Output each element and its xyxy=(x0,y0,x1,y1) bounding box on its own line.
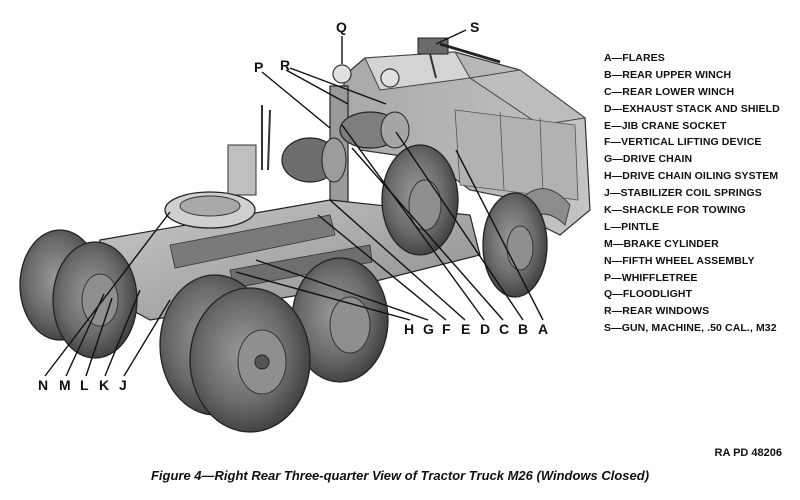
callout-h: H xyxy=(404,321,414,337)
callout-l: L xyxy=(80,377,89,393)
legend-item-e: E—JIB CRANE SOCKET xyxy=(604,119,727,132)
callout-b: B xyxy=(518,321,528,337)
legend-item-k: K—SHACKLE FOR TOWING xyxy=(604,204,746,217)
leader-lines xyxy=(44,29,544,377)
floodlights xyxy=(332,64,400,88)
legend-item-p: P—WHIFFLETREE xyxy=(604,271,698,284)
legend-item-g: G—DRIVE CHAIN xyxy=(604,153,693,166)
legend-item-j: J—STABILIZER COIL SPRINGS xyxy=(604,187,762,200)
legend-item-q: Q—FLOODLIGHT xyxy=(604,288,693,301)
winch-assembly xyxy=(227,85,410,237)
callout-s: S xyxy=(470,19,479,35)
callout-e: E xyxy=(461,321,470,337)
callout-p: P xyxy=(254,59,263,75)
callout-j: J xyxy=(119,377,127,393)
callout-g: G xyxy=(423,321,434,337)
legend-item-n: N—FIFTH WHEEL ASSEMBLY xyxy=(604,254,755,267)
callout-q: Q xyxy=(336,19,347,35)
fifth-wheel xyxy=(164,191,256,229)
callout-k: K xyxy=(99,377,109,393)
callout-d: D xyxy=(480,321,490,337)
callout-a: A xyxy=(538,321,548,337)
callout-n: N xyxy=(38,377,48,393)
legend-item-m: M—BRAKE CYLINDER xyxy=(604,237,719,250)
legend-item-c: C—REAR LOWER WINCH xyxy=(604,85,735,98)
tires xyxy=(19,144,548,433)
reference-number: RA PD 48206 xyxy=(714,447,782,459)
figure-caption: Figure 4—Right Rear Three-quarter View o… xyxy=(150,468,650,483)
legend-item-d: D—EXHAUST STACK AND SHIELD xyxy=(604,102,780,115)
legend-item-s: S—GUN, MACHINE, .50 CAL., M32 xyxy=(604,322,777,335)
callout-c: C xyxy=(499,321,509,337)
legend-item-f: F—VERTICAL LIFTING DEVICE xyxy=(604,136,762,149)
callout-m: M xyxy=(59,377,71,393)
legend-item-l: L—PINTLE xyxy=(604,220,660,233)
callout-r: R xyxy=(280,57,290,73)
legend-item-a: A—FLARES xyxy=(604,52,665,64)
parts-legend: A—FLARES B—REAR UPPER WINCH C—REAR LOWER… xyxy=(604,52,780,339)
callout-labels: Q S P R H G F E D C B A N M L K J xyxy=(38,19,548,393)
legend-item-b: B—REAR UPPER WINCH xyxy=(604,68,732,81)
callout-f: F xyxy=(442,321,451,337)
legend-item-h: H—DRIVE CHAIN OILING SYSTEM xyxy=(604,170,779,183)
legend-item-r: R—REAR WINDOWS xyxy=(604,305,710,318)
